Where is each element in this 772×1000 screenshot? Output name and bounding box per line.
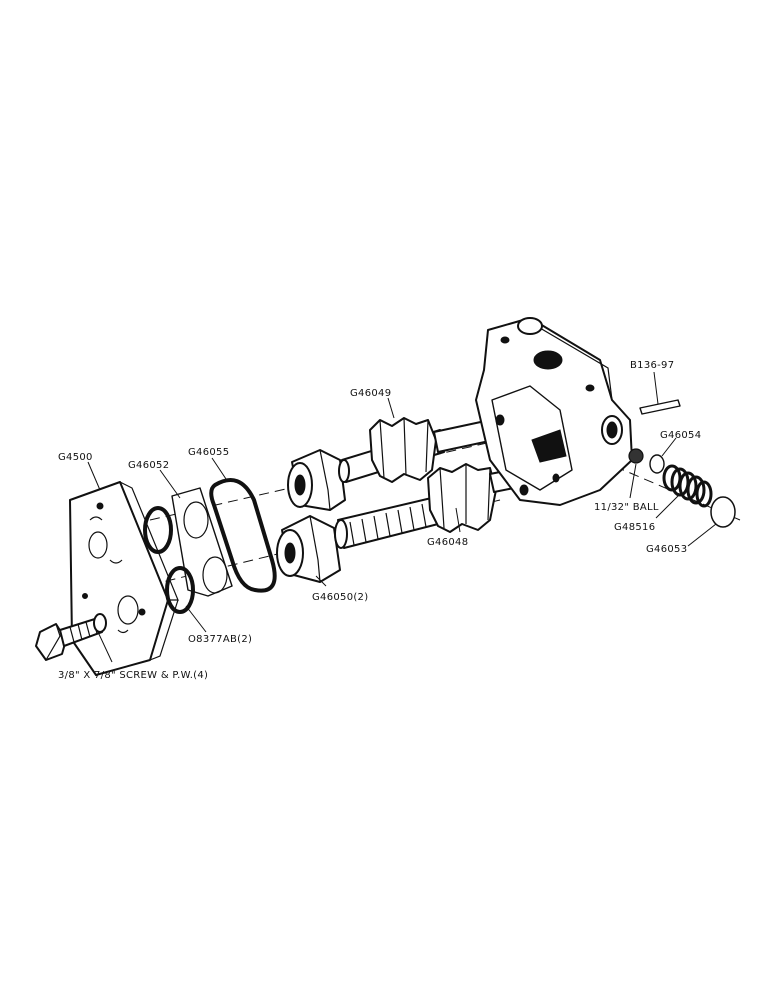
drive-gear xyxy=(338,417,498,483)
seal-rings xyxy=(143,506,195,614)
label-seal-rings: O8377AB(2) xyxy=(188,634,252,645)
label-o-ring: G46055 xyxy=(188,447,229,458)
bushing-lower xyxy=(276,515,341,583)
label-gasket: G46052 xyxy=(128,460,169,471)
label-cover-plate: G4500 xyxy=(58,452,93,463)
pin xyxy=(639,399,681,415)
gasket xyxy=(171,487,233,597)
spring xyxy=(662,464,713,508)
label-screw: 3/8" X 7/8" SCREW & P.W.(4) xyxy=(58,670,208,681)
label-bushing: G46050(2) xyxy=(312,592,368,603)
pump-body xyxy=(475,317,633,506)
label-ball: 11/32" BALL xyxy=(594,502,659,513)
bushing-upper xyxy=(287,449,346,511)
screw xyxy=(35,613,107,661)
label-driven-gear: G46048 xyxy=(427,537,468,548)
driven-gear xyxy=(334,463,515,549)
ball xyxy=(628,448,644,464)
label-ball-seat: G46054 xyxy=(660,430,701,441)
label-drive-gear: G46049 xyxy=(350,388,391,399)
label-pin: B136-97 xyxy=(630,360,674,371)
label-plug: G46053 xyxy=(646,544,687,555)
plug xyxy=(710,496,736,528)
o-ring xyxy=(209,478,277,593)
ball-seat xyxy=(649,454,665,474)
leader-lines xyxy=(87,371,717,663)
label-spring: G48516 xyxy=(614,522,655,533)
